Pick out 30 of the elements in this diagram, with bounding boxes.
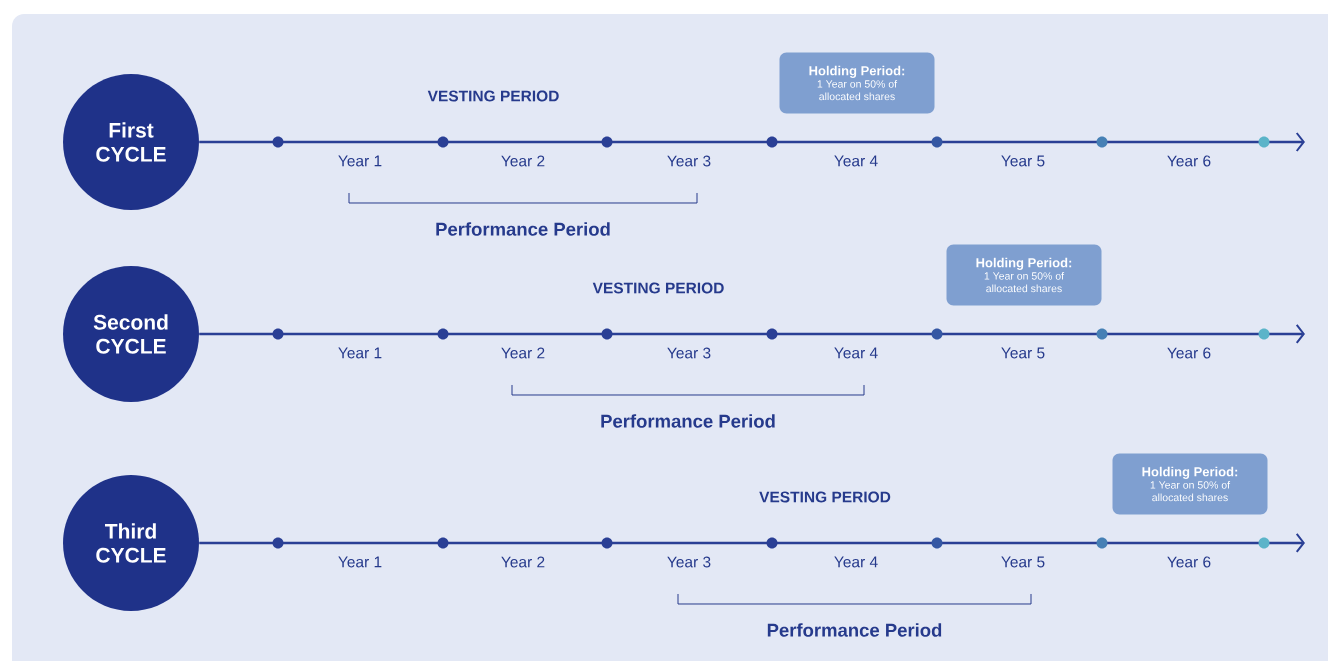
period-heading: Performance Period bbox=[436, 222, 610, 236]
period-heading: Performance Period bbox=[601, 414, 775, 428]
year-label: Year 4 bbox=[834, 347, 878, 359]
year-label: Year 2 bbox=[501, 155, 545, 167]
year-label: Year 5 bbox=[1001, 347, 1045, 359]
period-heading: Performance Period bbox=[767, 623, 942, 637]
timeline-arrow bbox=[199, 533, 1305, 553]
holding-period-box: Holding Period: 1 Year on 50% of allocated shares bbox=[946, 244, 1102, 306]
year-label: Year 5 bbox=[1001, 155, 1045, 167]
year-label: Year 3 bbox=[667, 556, 711, 568]
year-label: Year 1 bbox=[338, 155, 382, 167]
year-label: Year 4 bbox=[834, 556, 878, 568]
holding-period-box: Holding Period: 1 Year on 50% of allocated shares bbox=[779, 52, 935, 114]
timeline-arrow bbox=[199, 324, 1305, 344]
year-label: Year 1 bbox=[338, 556, 382, 568]
period-heading: VESTING PERIOD bbox=[759, 491, 891, 503]
timeline-arrow bbox=[199, 132, 1305, 152]
period-heading: VESTING PERIOD bbox=[427, 90, 559, 102]
year-label: Year 2 bbox=[501, 347, 545, 359]
year-label: Year 3 bbox=[667, 347, 711, 359]
year-label: Year 1 bbox=[338, 347, 382, 359]
year-label: Year 3 bbox=[667, 155, 711, 167]
year-label: Year 6 bbox=[1167, 556, 1211, 568]
holding-period-box: Holding Period: 1 Year on 50% of allocated shares bbox=[1112, 453, 1268, 515]
year-label: Year 6 bbox=[1167, 347, 1211, 359]
year-label: Year 5 bbox=[1001, 556, 1045, 568]
year-label: Year 6 bbox=[1167, 155, 1211, 167]
year-label: Year 4 bbox=[834, 155, 878, 167]
year-label: Year 2 bbox=[501, 556, 545, 568]
period-heading: VESTING PERIOD bbox=[592, 282, 724, 294]
